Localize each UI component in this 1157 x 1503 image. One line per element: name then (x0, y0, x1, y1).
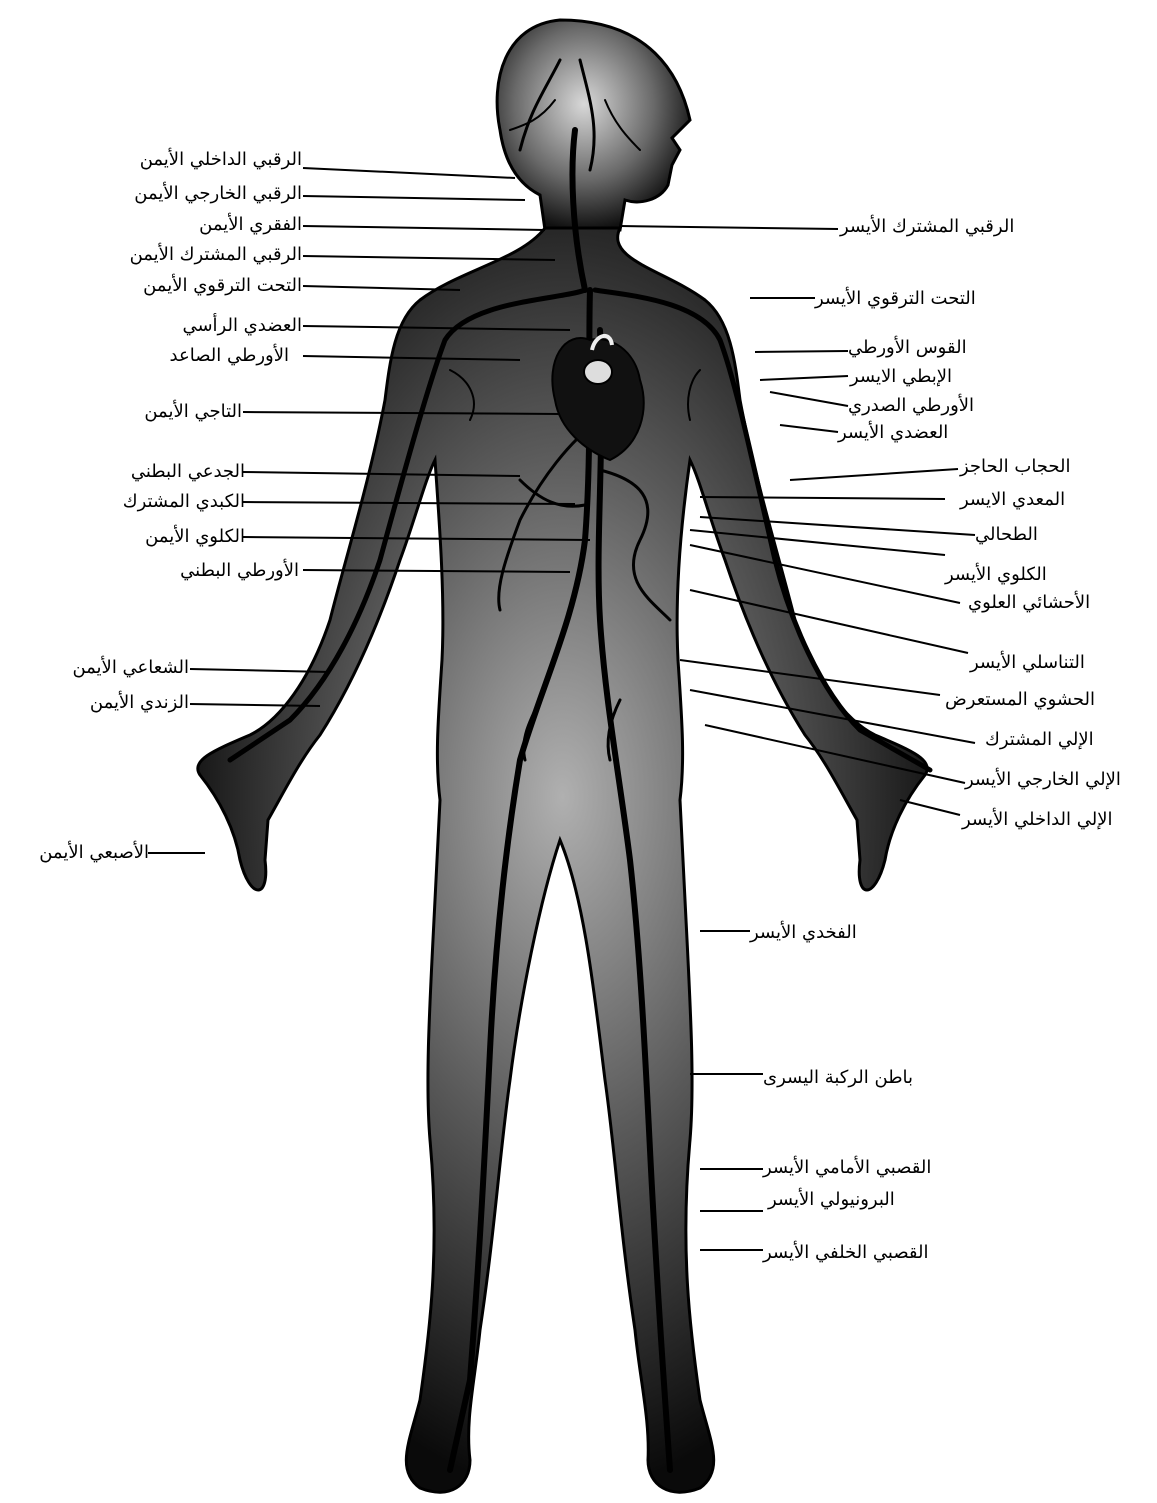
label-right-radial: الشعاعي الأيمن (72, 658, 189, 678)
label-diaphragm: الحجاب الحاجز (960, 457, 1071, 477)
label-left-common-carotid: الرقبي المشترك الأيسر (840, 217, 1014, 237)
label-common-hepatic: الكبدي المشترك (123, 492, 245, 512)
label-left-anterior-tibial: القصبي الأمامي الأيسر (763, 1158, 931, 1178)
label-left-brachial: العضدي الأيسر (838, 423, 948, 443)
label-right-common-carotid: الرقبي المشترك الأيمن (130, 245, 302, 265)
label-right-subclavian: التحت الترقوي الأيمن (143, 276, 302, 296)
leader-line (690, 590, 968, 653)
label-right-vertebral: الفقري الأيمن (199, 215, 302, 235)
label-left-subclavian: التحت الترقوي الأيسر (815, 289, 976, 309)
leader-line (760, 376, 848, 380)
label-left-posterior-tibial: القصبي الخلفي الأيسر (763, 1243, 929, 1263)
label-left-gonadal: التناسلي الأيسر (970, 653, 1085, 673)
label-right-external-carotid: الرقبي الخارجي الأيمن (134, 184, 302, 204)
leader-line (900, 800, 960, 815)
label-left-femoral: الفخدي الأيسر (750, 923, 857, 943)
label-splenic: الطحالي (975, 525, 1038, 545)
label-common-iliac: الإلي المشترك (985, 730, 1094, 750)
leader-line (790, 469, 958, 480)
label-right-digital: الأصبعي الأيمن (39, 843, 149, 863)
leader-line (303, 226, 545, 230)
label-thoracic-aorta: الأورطي الصدري (848, 396, 974, 416)
leader-line (303, 168, 515, 178)
body-silhouette (198, 20, 927, 1492)
label-transverse-mesenteric: الحشوي المستعرض (945, 690, 1095, 710)
label-celiac-trunk: الجدعي البطني (131, 462, 245, 482)
label-left-renal: الكلوي الأيسر (945, 565, 1047, 585)
label-left-internal-iliac: الإلي الداخلي الأيسر (962, 810, 1113, 830)
label-left-popliteal: باطن الركبة اليسرى (763, 1068, 913, 1088)
label-left-axillary: الإبطي الايسر (850, 367, 952, 387)
label-aortic-arch: القوس الأورطي (848, 338, 967, 358)
label-left-external-iliac: الإلي الخارجي الأيسر (965, 770, 1121, 790)
label-ascending-aorta: الأورطي الصاعد (170, 346, 289, 366)
label-abdominal-aorta: الأورطي البطني (180, 561, 299, 581)
label-superior-mesenteric: الأحشائي العلوي (968, 593, 1090, 613)
leader-line (780, 425, 838, 432)
label-left-gastric: المعدي الايسر (960, 490, 1065, 510)
label-left-peroneal: البرونيولي الأيسر (768, 1190, 895, 1210)
leader-line (755, 351, 848, 352)
label-right-renal: الكلوي الأيمن (145, 527, 245, 547)
leader-line (620, 226, 838, 229)
label-right-ulnar: الزندي الأيمن (90, 693, 189, 713)
leader-line (303, 196, 525, 200)
label-brachiocephalic: العضدي الرأسي (182, 316, 302, 336)
leader-line (770, 392, 848, 406)
label-right-internal-carotid: الرقبي الداخلي الأيمن (140, 150, 302, 170)
label-right-coronary: التاجي الأيمن (144, 402, 242, 422)
